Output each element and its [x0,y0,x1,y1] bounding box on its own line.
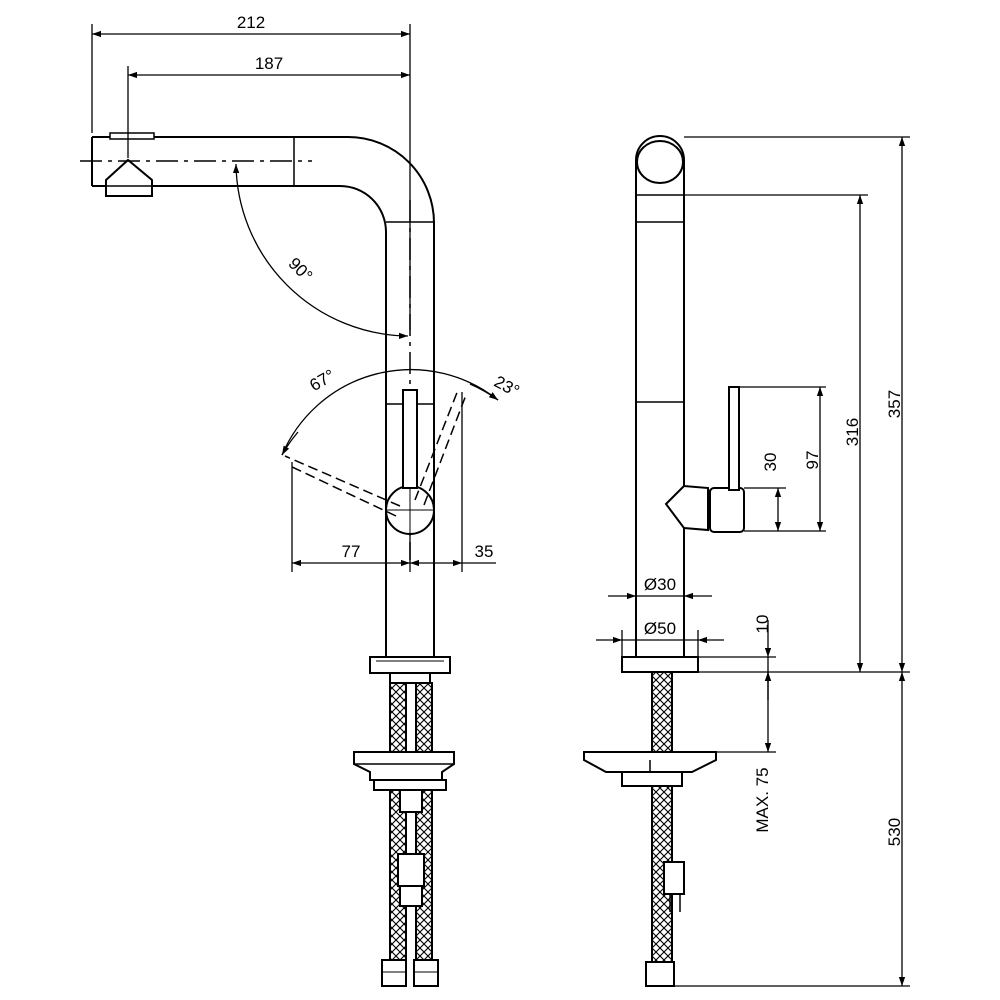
dim-spout-reach: 187 [255,54,283,73]
front-dimension-lines [91,24,499,572]
dim-base-height: 10 [753,615,772,634]
front-view: 212 187 90° 67° 23° 77 35 [80,13,523,987]
spray-head [105,132,155,197]
dim-swivel-angle: 90° [285,254,317,286]
dim-lever-height: 30 [761,453,780,472]
dim-lever-top-height: 97 [803,451,822,470]
side-lever [664,386,745,533]
dim-spout-diameter: Ø30 [644,575,676,594]
front-centerlines [80,160,411,560]
side-base [583,656,717,987]
dim-base-diameter: Ø50 [644,619,676,638]
dim-hose-length: 530 [885,818,904,846]
dim-deck-thickness: MAX. 75 [753,767,772,832]
dim-lever-reach-front: 77 [342,542,361,561]
side-dimension-lines [596,136,910,987]
side-spout [635,135,685,670]
dim-spout-height: 316 [843,418,862,446]
side-view: Ø30 Ø50 10 30 97 316 357 MAX. 75 530 [583,135,910,987]
lever-phantom-positions [284,389,467,517]
front-base [353,656,455,987]
dim-overall-reach: 212 [237,13,265,32]
dim-lever-reach-back: 35 [475,542,494,561]
front-lever [385,389,435,535]
dim-overall-height: 357 [885,390,904,418]
front-spout [91,136,435,660]
dim-lever-angle-front: 67° [306,366,338,395]
dim-lever-angle-back: 23° [491,372,523,401]
